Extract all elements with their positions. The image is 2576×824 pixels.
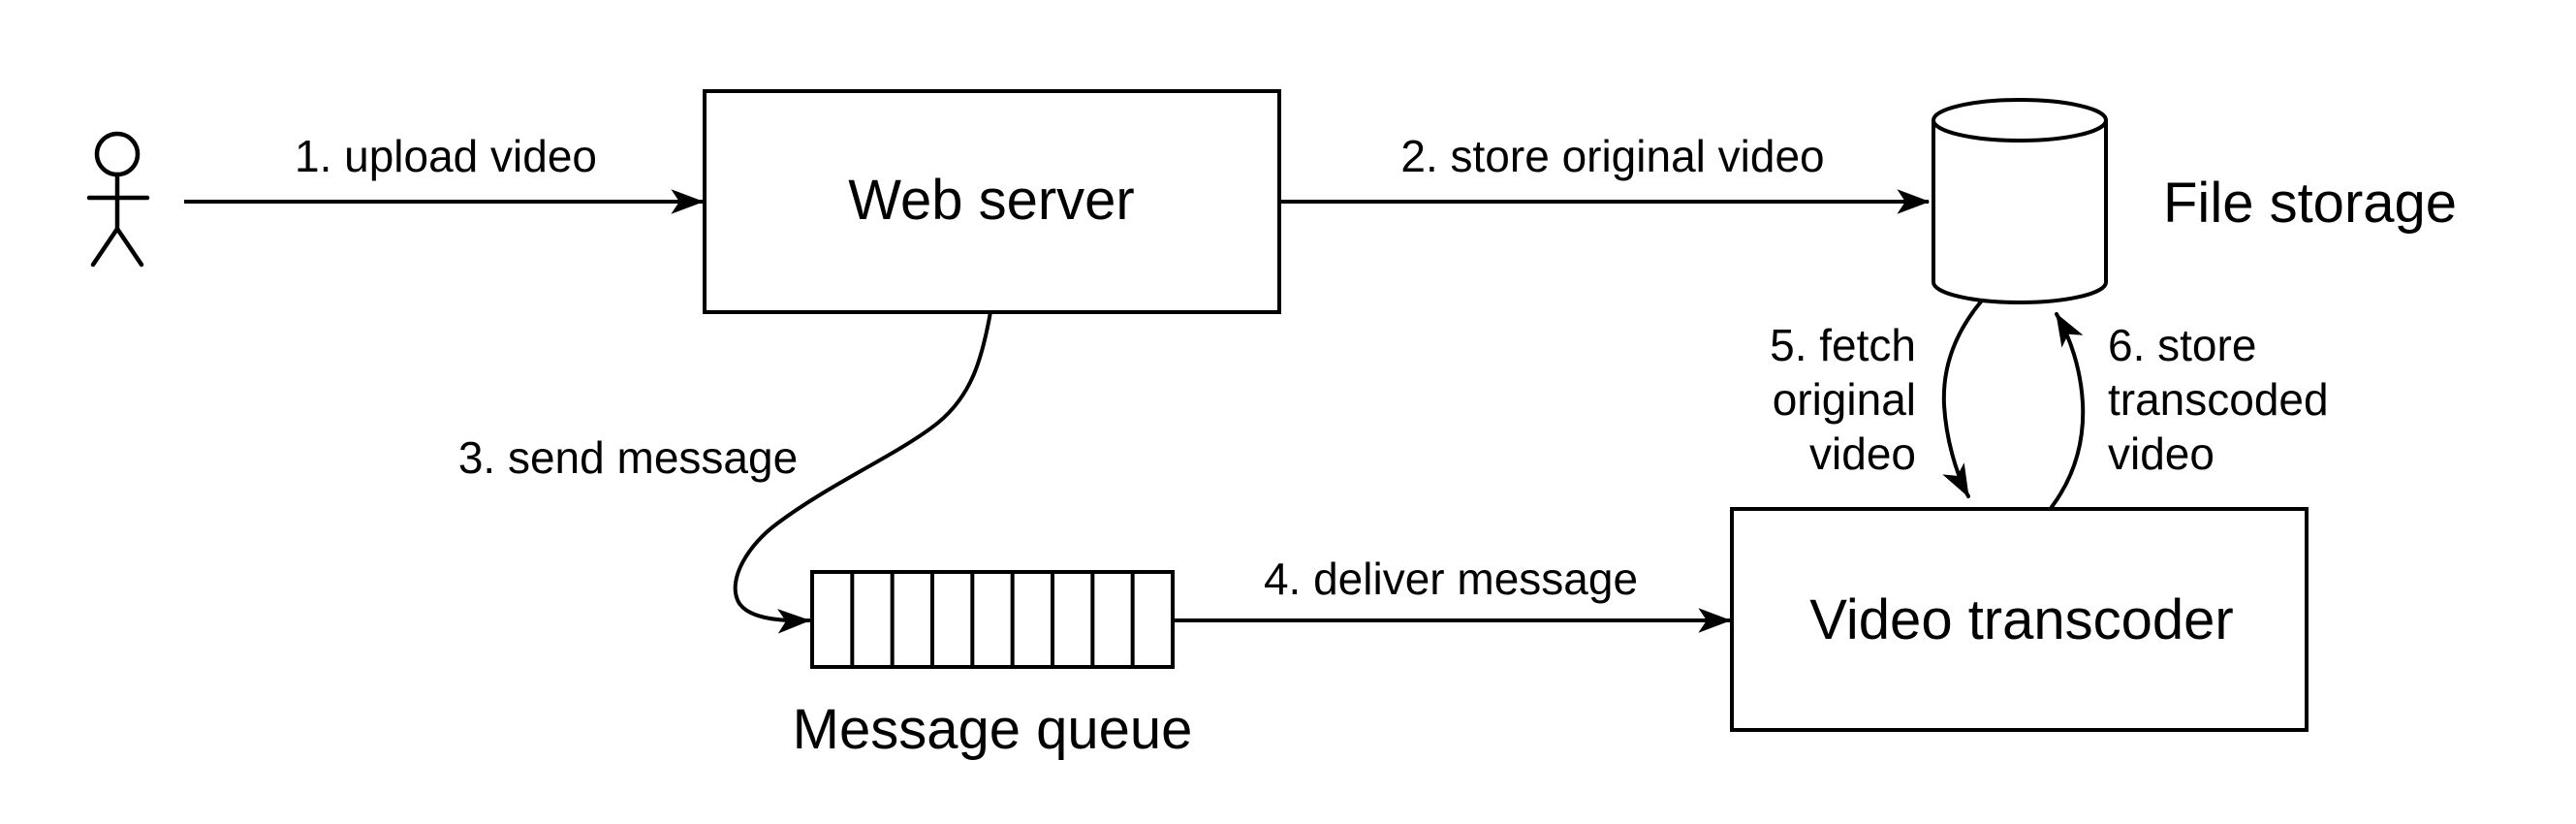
web-server-label: Web server bbox=[848, 169, 1134, 232]
web-server-box bbox=[703, 89, 1281, 314]
message-queue-icon bbox=[810, 570, 1175, 669]
flow-label-store-original: 2. store original video bbox=[1400, 131, 1824, 181]
flow-label-deliver-message: 4. deliver message bbox=[1264, 554, 1638, 604]
actor-left-leg bbox=[90, 226, 120, 268]
message-queue-box bbox=[810, 570, 1175, 669]
cylinder-body bbox=[1932, 120, 2108, 304]
actor-head bbox=[94, 131, 141, 177]
fetch-original-line3: video bbox=[1809, 428, 1916, 479]
flow-label-fetch-original: 5. fetch original video bbox=[1770, 320, 1916, 479]
file-storage-cylinder-icon bbox=[1932, 98, 2108, 304]
fetch-original-line2: original bbox=[1773, 374, 1916, 425]
store-transcoded-line3: video bbox=[2108, 428, 2215, 479]
fetch-original-line1: 5. fetch bbox=[1770, 320, 1916, 370]
actor-right-leg bbox=[114, 226, 144, 268]
flow-arrow-store-transcoded bbox=[2050, 312, 2086, 509]
flow-label-send-message: 3. send message bbox=[458, 432, 798, 483]
message-queue-label: Message queue bbox=[793, 698, 1193, 761]
file-storage-label: File storage bbox=[2163, 172, 2457, 235]
store-transcoded-line1: 6. store bbox=[2108, 320, 2256, 370]
flow-label-upload: 1. upload video bbox=[295, 131, 597, 181]
message-queue-cells bbox=[850, 572, 1135, 667]
video-transcoder-label: Video transcoder bbox=[1809, 588, 2233, 651]
flow-arrow-send-message bbox=[733, 310, 992, 634]
flow-label-store-transcoded: 6. store transcoded video bbox=[2108, 320, 2329, 479]
store-transcoded-line2: transcoded bbox=[2108, 374, 2329, 425]
flow-arrow-fetch-original bbox=[1941, 299, 1984, 498]
video-transcoder-box bbox=[1730, 507, 2309, 732]
user-actor-icon bbox=[86, 131, 150, 268]
cylinder-top bbox=[1932, 98, 2108, 143]
